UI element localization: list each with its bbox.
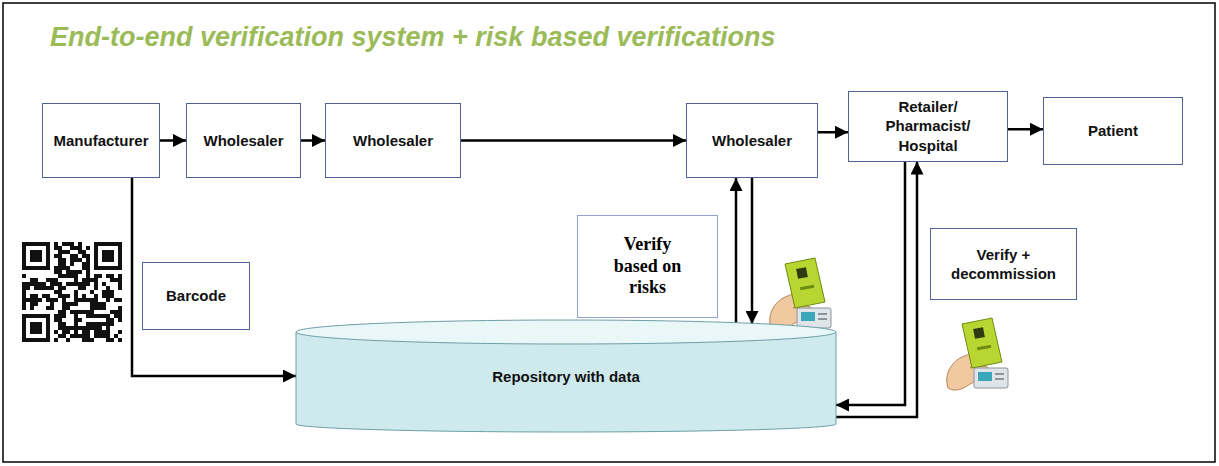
flow-arrow (1008, 128, 1043, 131)
flow-arrow (132, 178, 296, 376)
database-cylinder: Repository with data (296, 320, 836, 432)
label-box: Barcode (142, 262, 250, 330)
flow-arrow (461, 139, 686, 142)
flow-arrow (836, 162, 917, 418)
scan-hand-icon (947, 318, 1008, 390)
flow-arrow (751, 178, 754, 324)
process-box: Patient (1043, 97, 1183, 165)
note-box: Verify based on risks (577, 215, 718, 318)
process-box: Wholesaler (686, 103, 818, 178)
process-box: Retailer/ Pharmacist/ Hospital (848, 91, 1008, 162)
node-text: Patient (1088, 121, 1138, 141)
process-box: Wholesaler (186, 103, 301, 178)
flow-arrow (301, 139, 325, 142)
flow-arrow (160, 139, 186, 142)
outer-frame (3, 3, 1215, 462)
node-text: Wholesaler (353, 131, 433, 151)
scan-hand-icon (770, 258, 831, 330)
flow-arrow (818, 131, 848, 134)
node-text: Retailer/ Pharmacist/ Hospital (878, 97, 978, 156)
node-text: Verify + decommission (943, 245, 1065, 284)
node-text: Repository with data (492, 368, 640, 385)
node-text: Barcode (166, 286, 226, 306)
barcode-image (22, 242, 122, 342)
flow-arrow (836, 162, 905, 406)
node-text: Verify based on risks (602, 234, 694, 299)
node-text: Manufacturer (53, 131, 148, 151)
process-box: Wholesaler (325, 103, 461, 178)
flow-arrow (735, 178, 738, 324)
node-text: Wholesaler (712, 131, 792, 151)
node-text: Wholesaler (203, 131, 283, 151)
note-box: Verify + decommission (930, 228, 1077, 300)
process-box: Manufacturer (42, 103, 160, 178)
diagram-title: End-to-end verification system + risk ba… (50, 22, 775, 53)
